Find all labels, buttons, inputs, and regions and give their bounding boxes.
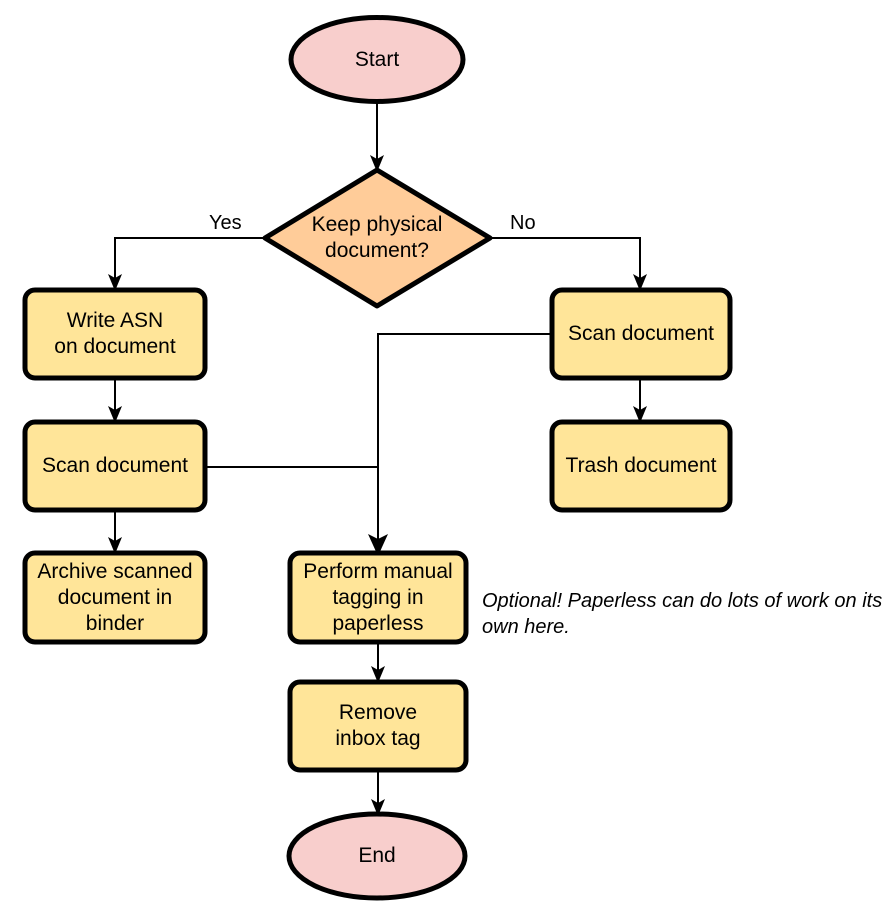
node-write-asn[interactable]	[22, 287, 208, 381]
edge-manual-tagging-to-remove-inbox	[371, 642, 385, 683]
edge-label-yes: Yes	[209, 212, 242, 234]
node-archive-scanned-document[interactable]	[22, 550, 208, 645]
node-scan-document-left[interactable]	[22, 419, 208, 513]
optional-note: Optional! Paperless can do lots of work …	[482, 590, 883, 638]
node-perform-manual-tagging[interactable]	[287, 550, 469, 645]
node-trash-document[interactable]	[549, 419, 733, 513]
node-remove-inbox-tag[interactable]	[287, 679, 469, 773]
edge-remove-inbox-to-end	[371, 770, 385, 816]
edge-start-to-decision	[370, 102, 384, 172]
edge-scan-left-to-archive	[108, 510, 122, 554]
node-scan-document-right[interactable]	[549, 287, 733, 381]
edge-scan-right-to-manual-tagging	[368, 333, 552, 556]
edge-decision-yes-to-write-asn	[108, 237, 265, 291]
node-decision-keep-physical-document[interactable]	[262, 167, 493, 309]
edge-scan-right-to-trash	[633, 378, 647, 423]
edge-write-asn-to-scan-left	[108, 378, 122, 423]
node-end[interactable]	[286, 811, 468, 901]
node-start[interactable]	[288, 15, 466, 104]
edge-decision-no-to-scan-right	[490, 237, 647, 291]
edge-label-no: No	[510, 212, 536, 234]
